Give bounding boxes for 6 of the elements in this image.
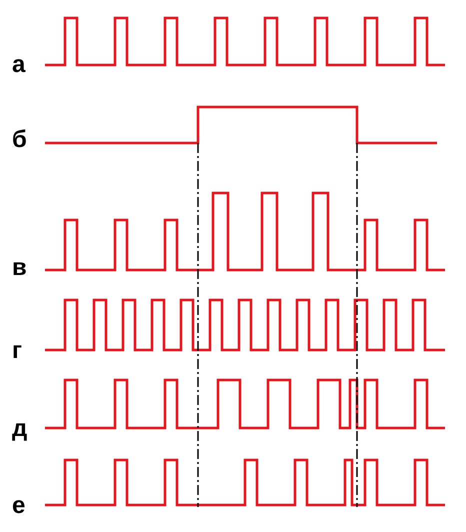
signal-label: д (12, 416, 28, 442)
signal-label: г (12, 338, 22, 364)
signal-label: е (12, 493, 26, 519)
signal-label: б (12, 127, 27, 153)
signal-label: в (12, 255, 27, 281)
signal-label: а (12, 52, 26, 78)
